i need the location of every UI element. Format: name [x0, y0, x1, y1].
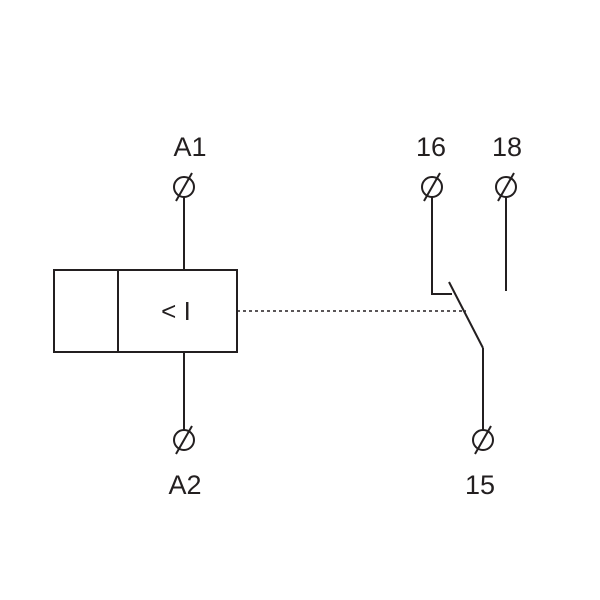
terminal-slash [175, 172, 193, 202]
terminal-a2 [173, 425, 195, 455]
terminal-slash [474, 425, 492, 455]
terminal-16 [421, 172, 443, 202]
terminal-label-15: 15 [465, 470, 495, 500]
switch-blade [448, 281, 484, 349]
changeover-contact [431, 187, 507, 440]
terminal-a1 [173, 172, 195, 202]
terminal-15 [472, 425, 494, 455]
terminal-label-18: 18 [492, 132, 522, 162]
terminal-18 [495, 172, 517, 202]
nc-contact-wire-16 [431, 187, 452, 295]
terminal-label-16: 16 [416, 132, 446, 162]
coil-circuit: < I [53, 187, 238, 440]
terminal-slash [497, 172, 515, 202]
terminal-label-a2: A2 [168, 470, 201, 500]
undercurrent-symbol: < I [161, 296, 191, 326]
coil-outer-box [53, 269, 238, 353]
terminal-label-a1: A1 [173, 132, 206, 162]
terminal-slash [423, 172, 441, 202]
terminal-slash [175, 425, 193, 455]
